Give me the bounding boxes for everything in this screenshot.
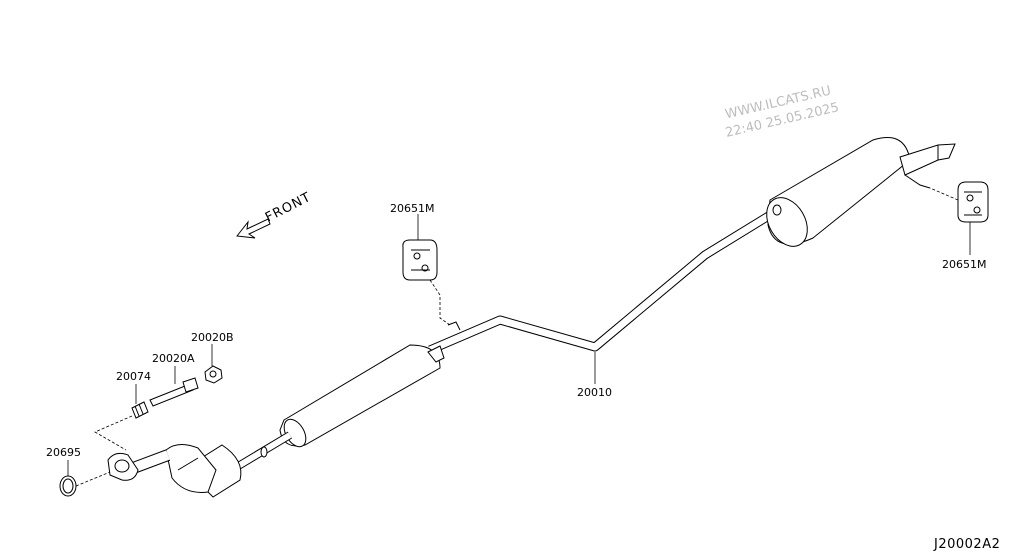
label-stud-bolt[interactable]: 20020A [152,352,195,365]
gasket-ring-inner [62,478,74,494]
exhaust-tube-assembly [107,137,956,498]
label-exhaust-tube[interactable]: 20010 [577,386,612,399]
center-muffler [279,344,445,448]
leader-lines [67,187,971,487]
diagram-code: J20002A2 [933,537,1000,552]
hanger-front-part [402,239,438,281]
front-label: FRONT [263,190,314,226]
front-arrow-icon [236,218,271,239]
label-hanger-rear[interactable]: 20651M [942,258,986,271]
front-direction-indicator: FRONT [236,190,314,239]
tube-hanger-bracket [447,321,461,331]
nut-part [204,365,223,384]
tube-fill [428,209,777,354]
spring-part [131,401,149,419]
label-spring[interactable]: 20074 [116,370,151,383]
gasket-part [59,475,77,497]
hanger-rear-part [957,181,989,223]
label-nut[interactable]: 20020B [191,331,234,344]
label-gasket[interactable]: 20695 [46,446,81,459]
front-pipe-clamp [260,446,268,458]
inlet-flange [107,452,139,481]
catalytic-converter [165,444,242,498]
watermark: WWW.ILCATS.RU 22:40 25.05.2025 [724,84,841,141]
label-hanger-front[interactable]: 20651M [390,202,434,215]
stud-bolt-part [149,377,199,407]
rear-muffler [766,137,956,247]
